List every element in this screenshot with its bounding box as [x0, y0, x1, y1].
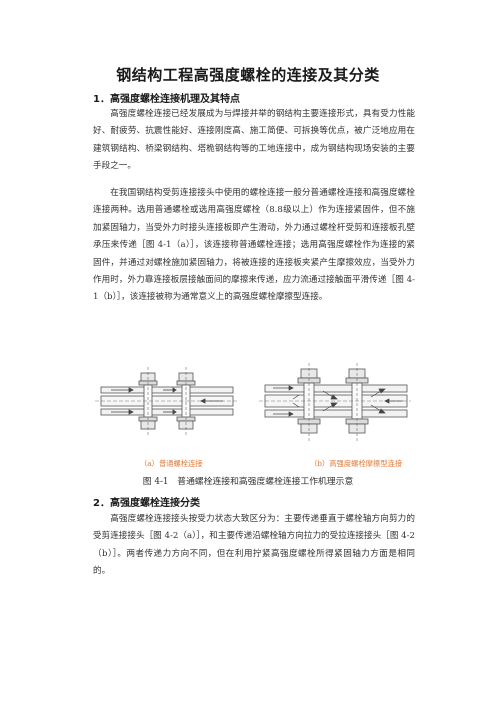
section-1-heading: 1．高强度螺栓连接机理及其特点	[93, 94, 240, 105]
section-2-heading: 2．高强度螺栓连接分类	[93, 498, 200, 509]
section-1-paragraph-2: 在我国钢结构受剪连接接头中使用的螺栓连接一般分普通螺栓连接和高强度螺栓连接两种。…	[93, 188, 415, 303]
figure-b-friction-bolt	[259, 363, 411, 441]
figure-b-stress-flow-arrows	[273, 385, 403, 417]
figure-bolt-connections	[95, 363, 411, 441]
figure-caption: 图 4-1 普通螺栓连接和高强度螺栓连接工作机理示意	[142, 477, 354, 487]
section-1-paragraph-1: 高强度螺栓连接已经发展成为与焊接并举的钢结构主要连接形式，具有受力性能好、耐疲劳…	[93, 109, 415, 172]
figure-label-b: （b）高强度螺栓摩擦型连接	[310, 459, 403, 468]
section-2-paragraph-1: 高强度螺栓连接接头按受力状态大致区分为：主要传递垂直于螺栓轴方向剪力的受剪连接接…	[93, 514, 415, 577]
document-title: 钢结构工程高强度螺栓的连接及其分类	[116, 66, 380, 84]
figure-label-a: （a）普通螺栓连接	[140, 459, 203, 468]
figure-a-ordinary-bolt	[95, 367, 239, 437]
figure-a-force-arrows	[111, 387, 223, 415]
